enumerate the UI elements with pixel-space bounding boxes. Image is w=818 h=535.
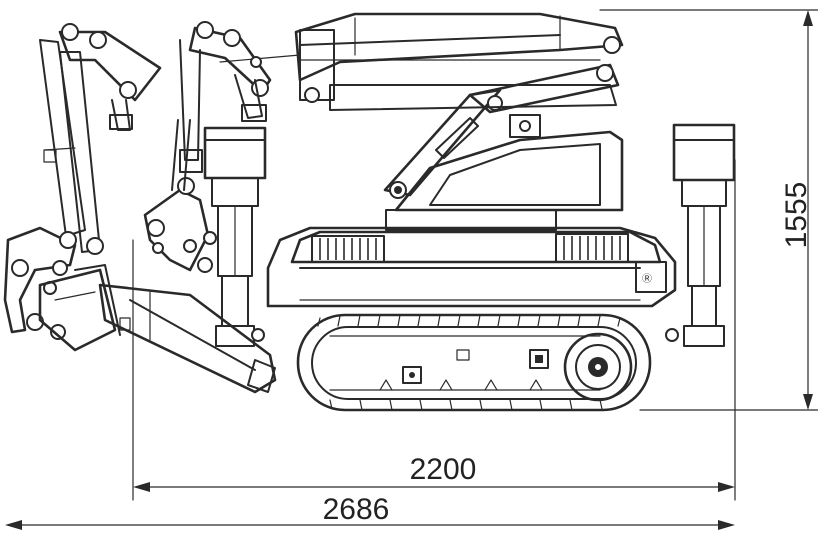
upper-boom [219, 12, 624, 111]
arm-linkage [3, 21, 277, 394]
turret-assembly [383, 63, 624, 212]
rear-outrigger [665, 123, 736, 347]
overall-length-dimension-label: 2686 [323, 493, 390, 526]
svg-text:Ⓡ: Ⓡ [642, 273, 652, 285]
dimension-lines [5, 9, 818, 530]
dimension-text: 1555 2200 2686 [323, 182, 813, 526]
machine-body: Ⓡ [266, 209, 677, 308]
crawler-track [296, 313, 652, 412]
height-dimension-label: 1555 [780, 182, 813, 249]
front-outrigger [203, 126, 267, 347]
inner-length-dimension-label: 2200 [410, 453, 477, 486]
